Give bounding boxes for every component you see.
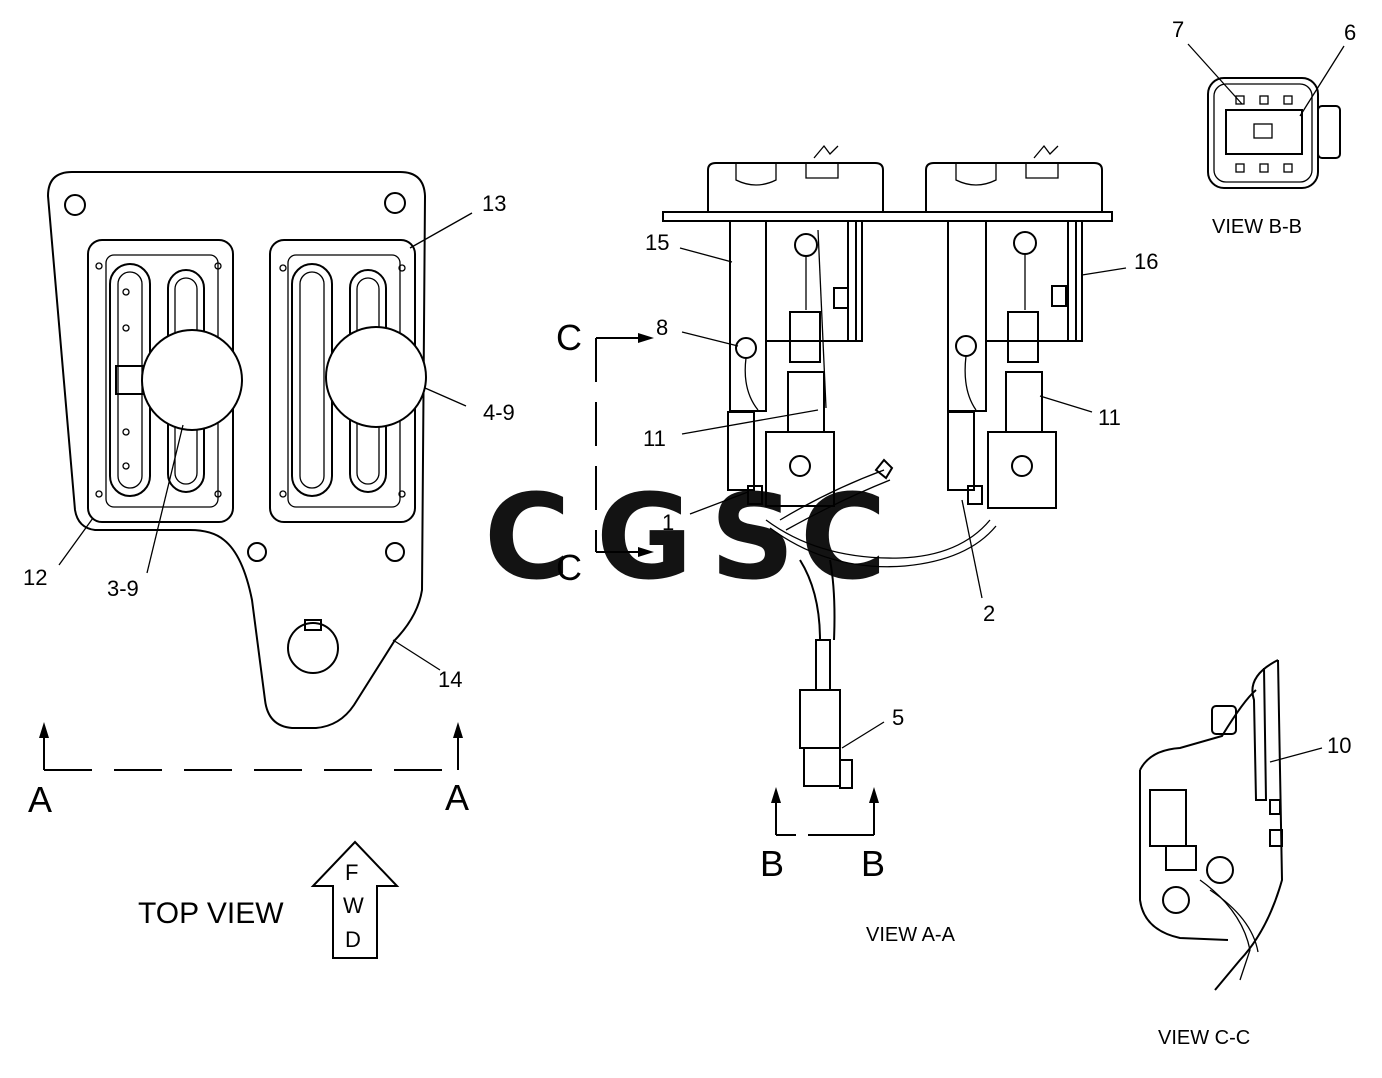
fwd-letter-d: D — [345, 927, 361, 952]
section-c-bottom: C — [556, 547, 582, 588]
fwd-letter-f: F — [345, 860, 358, 885]
watermark-letter-2: G — [596, 468, 693, 606]
view-bb-leaders — [1187, 43, 1345, 117]
callout-12: 12 — [23, 565, 47, 590]
view-aa-leaders — [679, 247, 1127, 749]
section-bb-line — [771, 787, 879, 836]
callout-5: 5 — [892, 705, 904, 730]
view-bb-drawing — [1207, 77, 1341, 189]
caption-view-cc: VIEW C-C — [1158, 1027, 1250, 1049]
callout-2: 2 — [983, 601, 995, 626]
callout-15: 15 — [645, 230, 669, 255]
callout-3-9: 3-9 — [107, 576, 139, 601]
callout-14: 14 — [438, 667, 462, 692]
forward-arrow-icon — [310, 840, 400, 959]
callout-10: 10 — [1327, 733, 1351, 758]
callout-11-right: 11 — [1098, 405, 1121, 430]
section-c-top: C — [556, 317, 582, 358]
caption-view-aa: VIEW A-A — [866, 924, 956, 946]
fwd-letter-w: W — [343, 893, 364, 918]
callout-7: 7 — [1172, 17, 1184, 42]
view-aa-drawing — [662, 144, 1113, 789]
callout-11-left: 11 — [643, 426, 666, 451]
watermark-letter-1: C — [484, 468, 571, 606]
view-cc-drawing — [1139, 659, 1284, 991]
section-b-left: B — [760, 843, 784, 884]
caption-view-bb: VIEW B-B — [1212, 216, 1302, 238]
section-cc-line — [595, 333, 654, 557]
callout-6: 6 — [1344, 20, 1356, 45]
watermark-letter-4: C — [800, 468, 887, 606]
section-letters: A A C C B B — [28, 317, 885, 884]
callout-16: 16 — [1134, 249, 1158, 274]
callout-13: 13 — [482, 191, 506, 216]
section-a-right: A — [445, 777, 469, 818]
cgsc-watermark-logo: C G S C — [484, 468, 887, 606]
callout-4-9: 4-9 — [483, 400, 515, 425]
view-cc-leaders — [1269, 747, 1323, 763]
callout-8: 8 — [656, 315, 668, 340]
callout-1: 1 — [662, 510, 674, 535]
view-captions: TOP VIEW F W D VIEW A-A VIEW B-B VIEW C-… — [138, 216, 1302, 1049]
top-view-leaders — [58, 212, 473, 671]
top-view-drawing — [46, 171, 427, 729]
watermark-letter-3: S — [710, 468, 795, 606]
callout-labels: 13 4-9 12 3-9 14 15 8 11 1 2 16 11 5 7 6… — [23, 17, 1356, 758]
section-a-left: A — [28, 779, 52, 820]
caption-top-view: TOP VIEW — [138, 897, 284, 930]
section-b-right: B — [861, 843, 885, 884]
section-aa-line — [39, 722, 463, 771]
